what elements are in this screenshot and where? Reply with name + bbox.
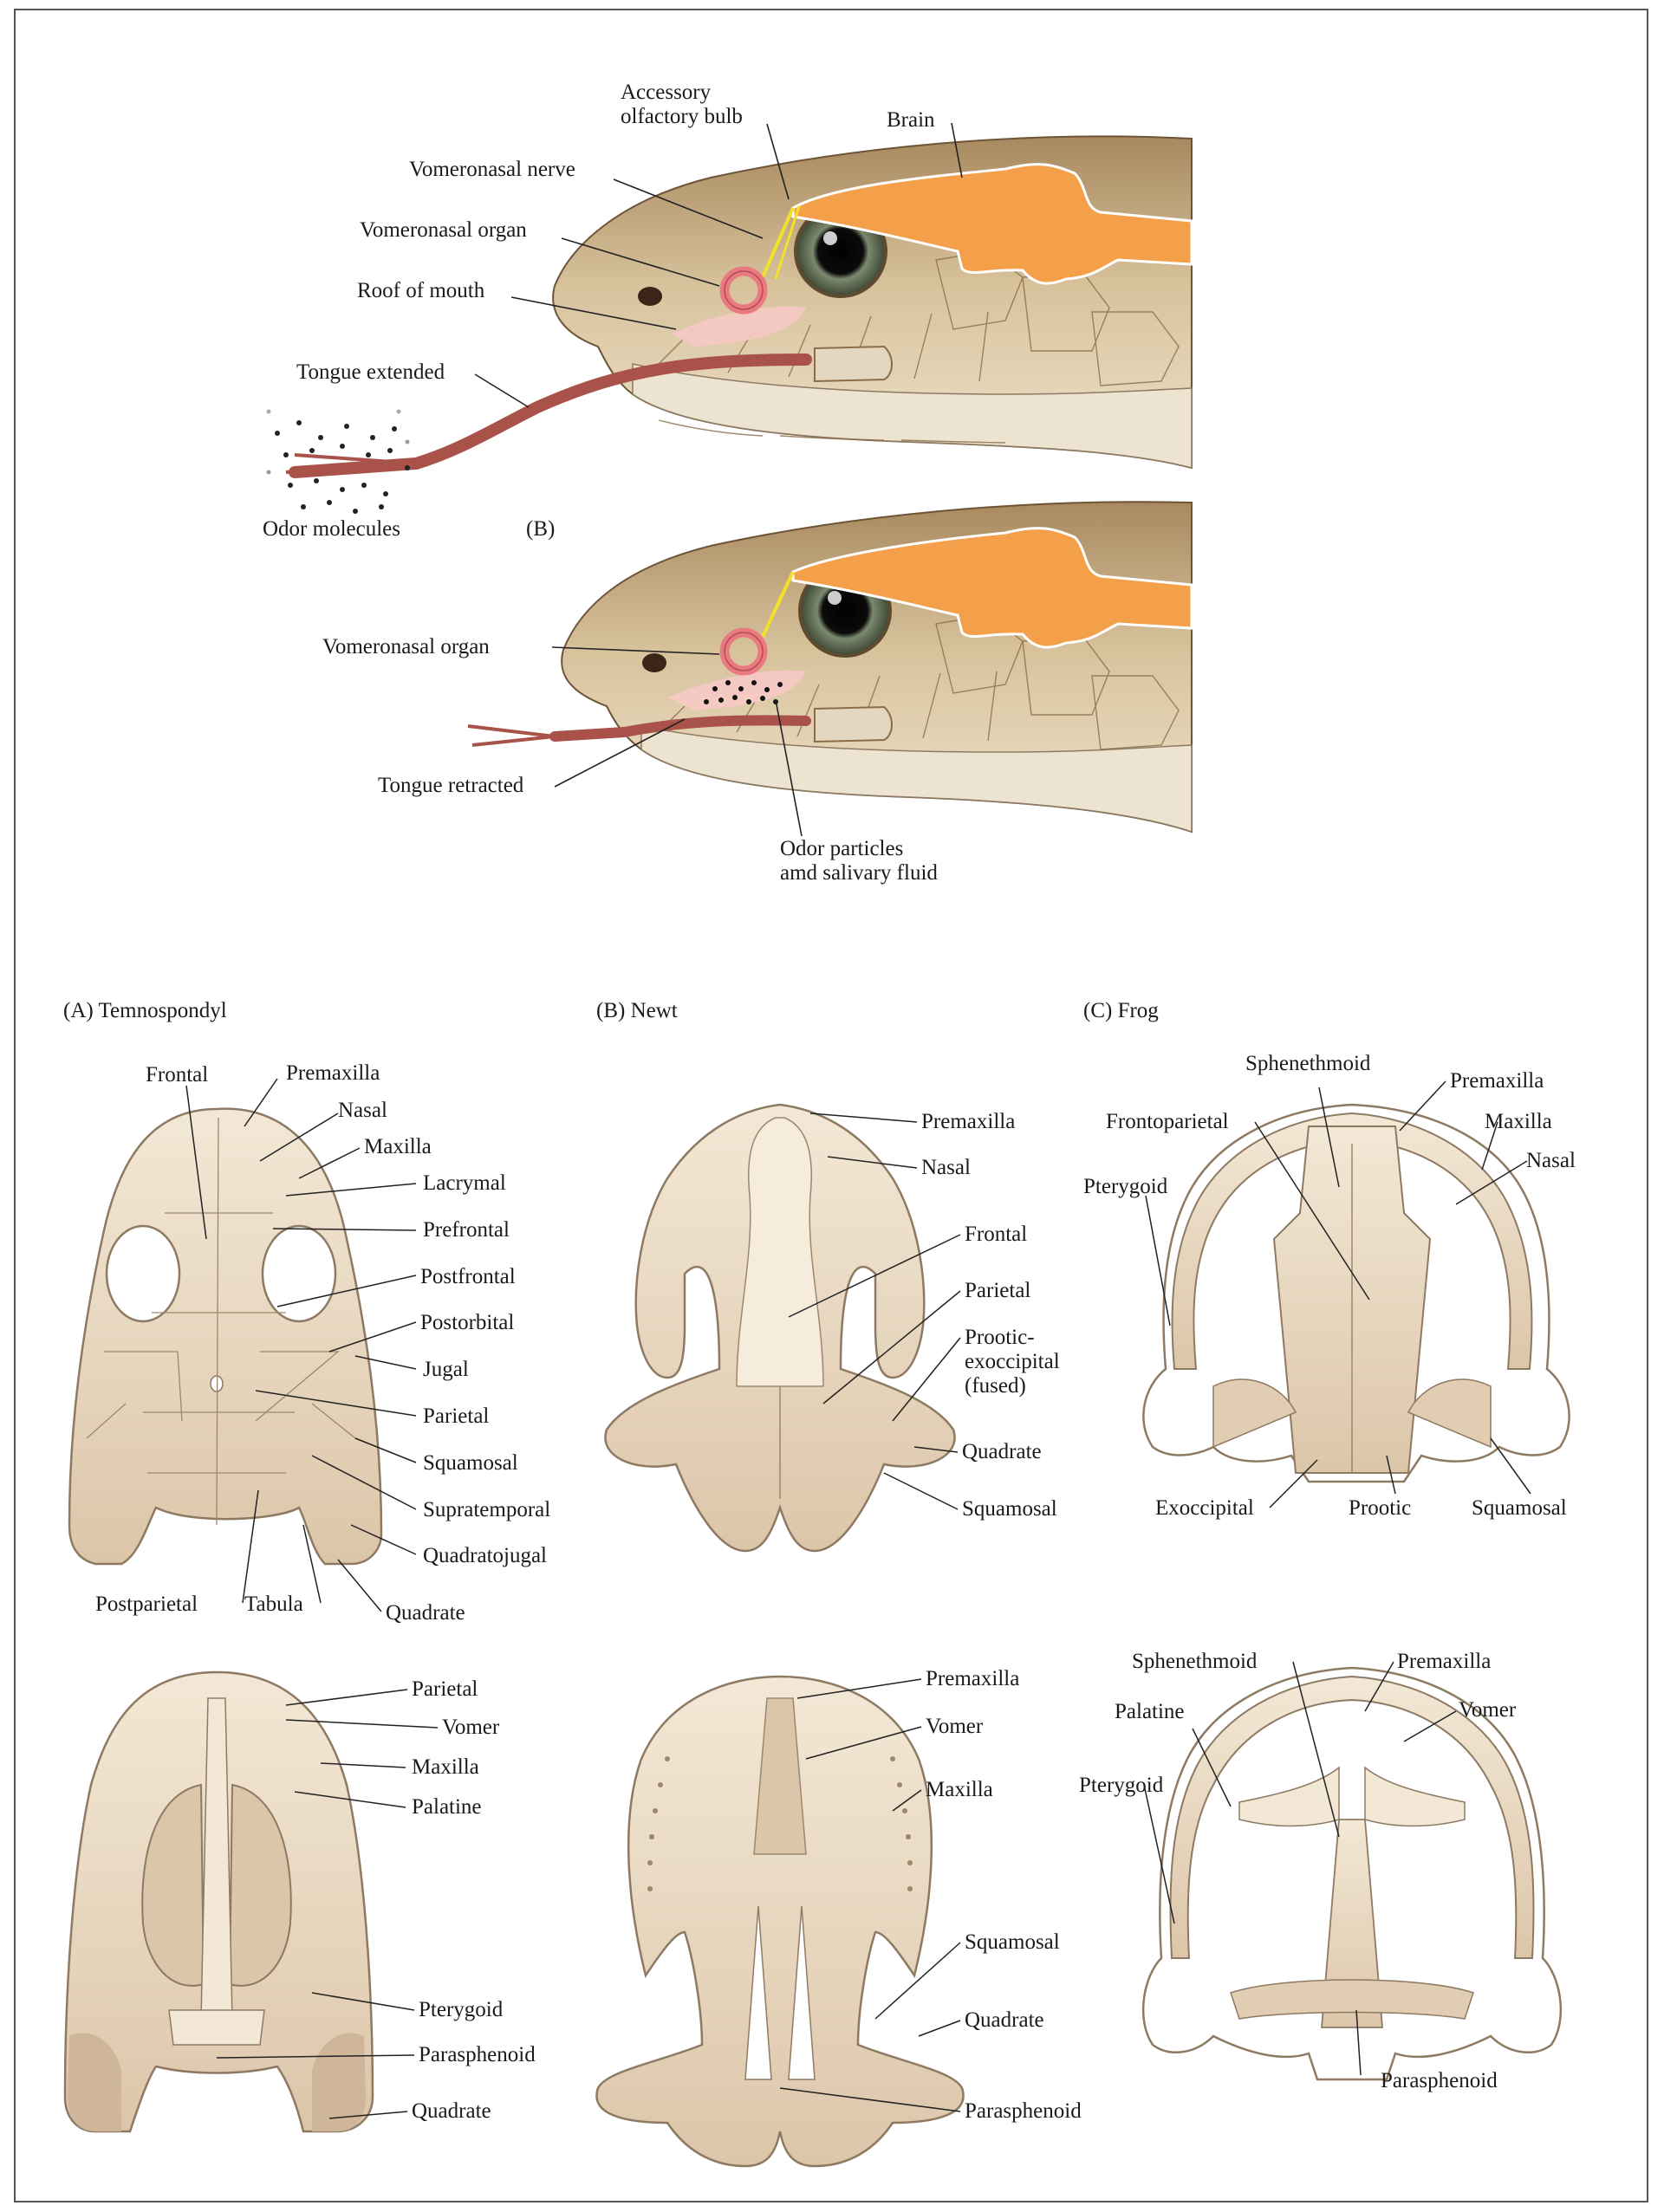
label-accessory-olfactory-bulb: Accessory olfactory bulb [621, 81, 743, 129]
label-newt-prootic-exoccipital: Prootic- exoccipital (fused) [965, 1326, 1060, 1398]
label-newt-vomer: Vomer [926, 1715, 983, 1739]
label-frog-maxilla: Maxilla [1485, 1110, 1552, 1134]
label-newt-squamosal-ventral: Squamosal [965, 1930, 1060, 1955]
label-supratemporal: Supratemporal [423, 1498, 550, 1522]
label-lacrymal: Lacrymal [423, 1171, 506, 1196]
label-newt-maxilla: Maxilla [926, 1778, 993, 1802]
label-odor-molecules: Odor molecules [263, 517, 400, 542]
label-newt-premaxilla-ventral: Premaxilla [926, 1667, 1019, 1691]
label-frog-parasphenoid: Parasphenoid [1381, 2069, 1498, 2093]
label-newt-quadrate-ventral: Quadrate [965, 2008, 1044, 2033]
label-frog-sphenethmoid: Sphenethmoid [1245, 1052, 1370, 1076]
label-premaxilla: Premaxilla [286, 1061, 380, 1086]
label-roof-of-mouth: Roof of mouth [357, 279, 484, 303]
label-frog-pterygoid-ventral: Pterygoid [1079, 1774, 1163, 1798]
label-frontal: Frontal [146, 1063, 208, 1087]
label-frog-vomer: Vomer [1459, 1698, 1516, 1722]
label-vomer: Vomer [442, 1716, 499, 1740]
label-palatine: Palatine [412, 1795, 482, 1820]
label-frog-squamosal: Squamosal [1472, 1496, 1567, 1521]
label-newt-parietal: Parietal [965, 1279, 1030, 1303]
label-newt-squamosal: Squamosal [962, 1497, 1057, 1521]
label-frog-pterygoid: Pterygoid [1083, 1175, 1167, 1199]
label-tabula: Tabula [244, 1593, 303, 1617]
label-tongue-extended: Tongue extended [296, 360, 445, 385]
frog-ventral-skull [1143, 1668, 1561, 2079]
label-vomeronasal-organ-lower: Vomeronasal organ [322, 635, 490, 659]
label-maxilla-ventral: Maxilla [412, 1755, 479, 1780]
label-quadrate-ventral: Quadrate [412, 2099, 491, 2124]
label-newt-nasal: Nasal [921, 1156, 971, 1180]
label-squamosal: Squamosal [423, 1451, 518, 1476]
label-newt-quadrate: Quadrate [962, 1440, 1042, 1464]
label-panel-letter-b: (B) [526, 517, 555, 542]
label-newt-frontal: Frontal [965, 1223, 1027, 1247]
title-temnospondyl: (A) Temnospondyl [63, 999, 227, 1023]
snake-head-upper [286, 136, 1192, 472]
label-parietal-ventral: Parietal [412, 1677, 478, 1702]
newt-dorsal-skull [605, 1105, 954, 1551]
label-frog-prootic: Prootic [1349, 1496, 1411, 1521]
label-postfrontal: Postfrontal [420, 1265, 516, 1289]
label-tongue-retracted: Tongue retracted [378, 774, 523, 798]
nostril [638, 287, 662, 306]
newt-ventral-skull [596, 1677, 963, 2166]
label-newt-premaxilla: Premaxilla [921, 1110, 1015, 1134]
title-frog: (C) Frog [1083, 999, 1159, 1023]
snake-head-lower [468, 502, 1192, 832]
label-postparietal: Postparietal [95, 1593, 198, 1617]
temnospondyl-ventral-skull [65, 1672, 373, 2131]
label-quadratojugal: Quadratojugal [423, 1544, 547, 1568]
label-frog-nasal: Nasal [1526, 1149, 1576, 1173]
label-prefrontal: Prefrontal [423, 1218, 510, 1242]
label-frog-premaxilla-ventral: Premaxilla [1397, 1650, 1491, 1674]
frog-dorsal-skull [1143, 1105, 1569, 1482]
label-frog-sphenethmoid-ventral: Sphenethmoid [1132, 1650, 1257, 1674]
label-jugal: Jugal [423, 1358, 469, 1382]
label-maxilla: Maxilla [364, 1135, 432, 1159]
label-brain: Brain [887, 108, 935, 133]
label-odor-particles: Odor particles amd salivary fluid [780, 837, 938, 885]
label-vomeronasal-organ-upper: Vomeronasal organ [360, 218, 527, 243]
label-pterygoid: Pterygoid [419, 1998, 503, 2022]
label-vomeronasal-nerve: Vomeronasal nerve [409, 158, 575, 182]
label-frog-palatine: Palatine [1115, 1700, 1185, 1724]
label-parietal: Parietal [423, 1404, 489, 1429]
label-quadrate: Quadrate [386, 1601, 465, 1625]
label-nasal: Nasal [338, 1099, 387, 1123]
label-parasphenoid: Parasphenoid [419, 2043, 536, 2067]
temnospondyl-dorsal-skull [69, 1109, 381, 1564]
label-frog-exoccipital: Exoccipital [1155, 1496, 1254, 1521]
title-newt: (B) Newt [596, 999, 678, 1023]
label-postorbital: Postorbital [420, 1311, 514, 1335]
label-frog-frontoparietal: Frontoparietal [1106, 1110, 1229, 1134]
label-newt-parasphenoid: Parasphenoid [965, 2099, 1082, 2124]
label-frog-premaxilla: Premaxilla [1450, 1069, 1544, 1093]
